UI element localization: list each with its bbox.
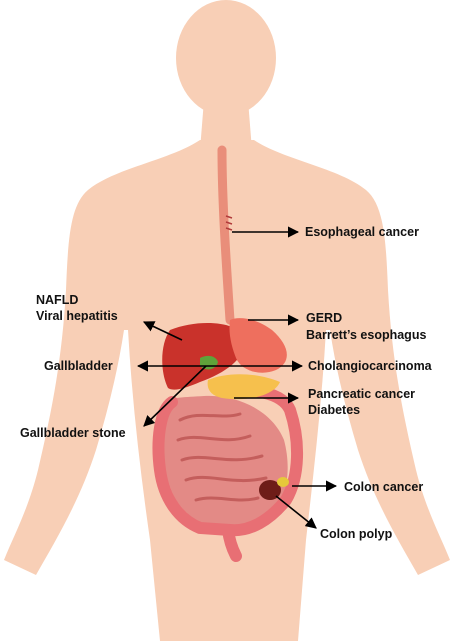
label-cholangiocarcinoma: Cholangiocarcinoma	[308, 359, 433, 373]
label-colon-cancer: Colon cancer	[344, 480, 423, 494]
label-colon-polyp: Colon polyp	[320, 527, 393, 541]
label-gallbladder: Gallbladder	[44, 359, 113, 373]
label-nafld: NAFLD	[36, 293, 78, 307]
label-esophageal-cancer: Esophageal cancer	[305, 225, 419, 239]
label-barretts-esophagus: Barrett’s esophagus	[306, 328, 426, 342]
label-gerd: GERD	[306, 311, 342, 325]
label-viral-hepatitis: Viral hepatitis	[36, 309, 118, 323]
label-diabetes: Diabetes	[308, 403, 360, 417]
label-gallbladder-stone: Gallbladder stone	[20, 426, 126, 440]
label-pancreatic-cancer: Pancreatic cancer	[308, 387, 415, 401]
